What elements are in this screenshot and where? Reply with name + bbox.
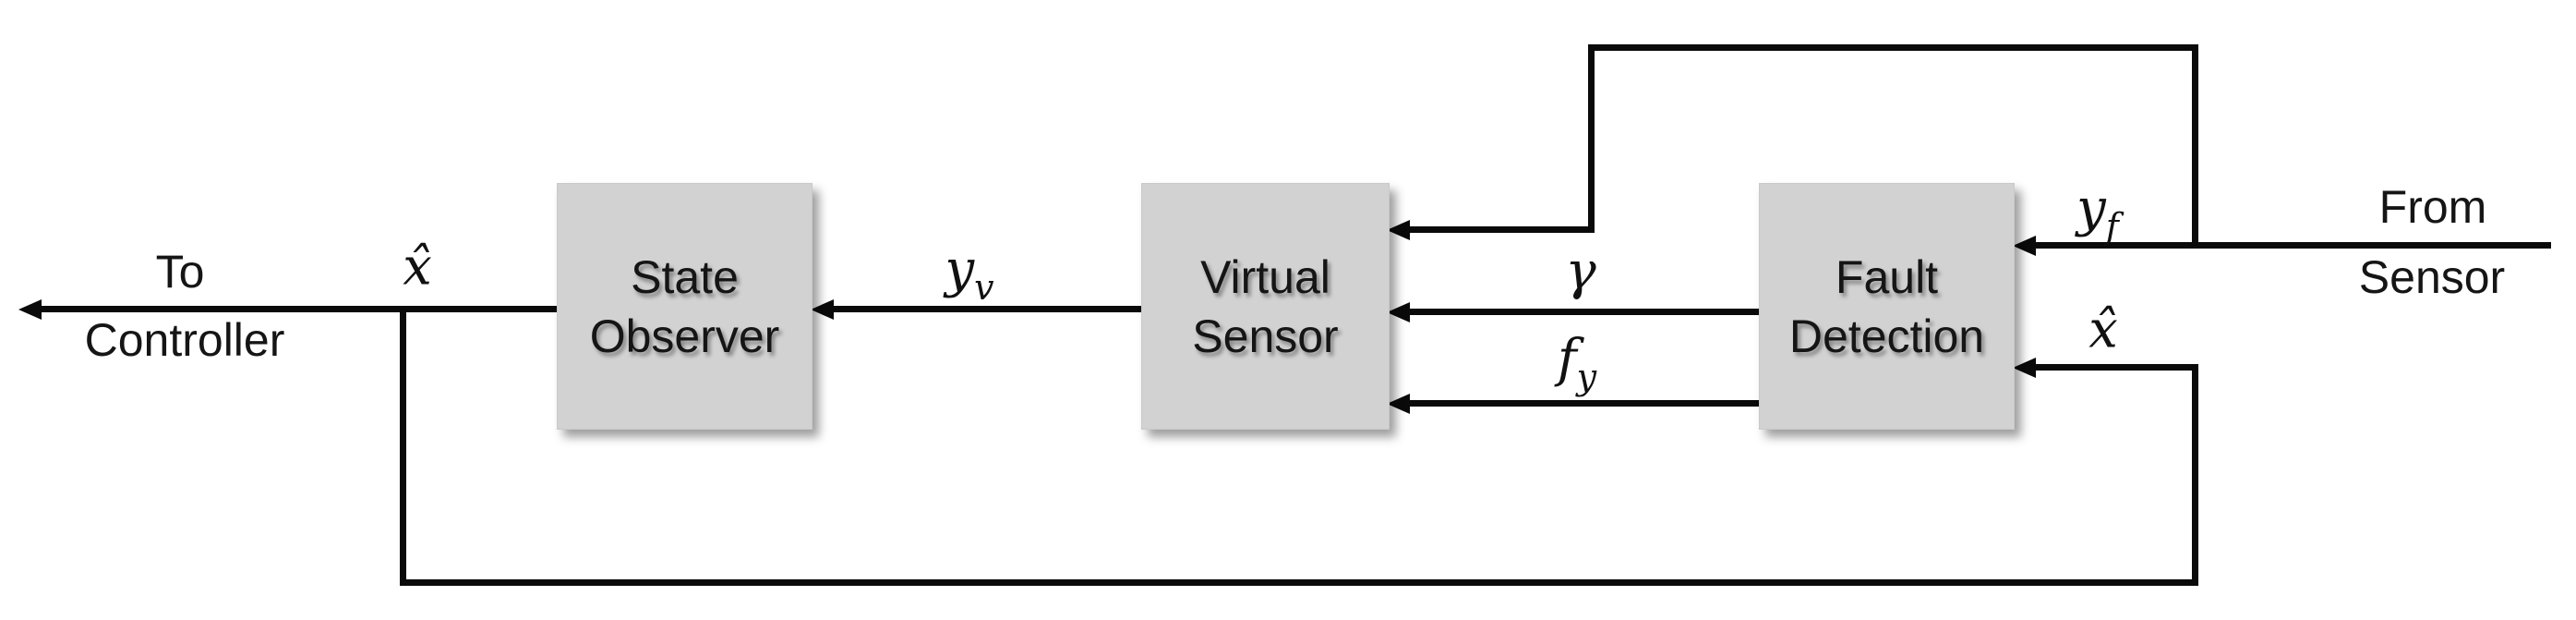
line-bottom-right-vertical <box>2192 364 2198 586</box>
line-bottom-horizontal <box>400 579 2198 586</box>
fy-label: fy <box>1558 329 1596 397</box>
arrowhead-xhat-icon <box>2013 357 2036 378</box>
virtual-sensor-label-line1: Virtual <box>1200 250 1330 303</box>
yf-label-base: y <box>2076 178 2106 238</box>
yf-label: yf <box>2076 178 2119 247</box>
line-top-entry-virtual-sensor <box>1409 226 1595 233</box>
arrowhead-yf-icon <box>2013 235 2036 256</box>
line-top-horizontal <box>1588 44 2198 51</box>
arrowhead-fy-icon <box>1387 393 1410 414</box>
state-observer-label-line2: Observer <box>589 310 780 362</box>
to-controller-label-line1: To <box>155 246 205 298</box>
gamma-label: γ <box>1565 241 1596 302</box>
state-observer-label-line1: State <box>631 250 739 303</box>
fault-detection-label-line1: Fault <box>1835 250 1939 303</box>
yv-label: yv <box>945 239 993 308</box>
virtual-sensor-label-line2: Sensor <box>1192 310 1339 362</box>
line-yv <box>833 306 1143 312</box>
state-observer-block: State Observer <box>557 183 813 430</box>
yf-label-sub: f <box>2105 206 2119 247</box>
fault-detection-label-line2: Detection <box>1788 310 1985 362</box>
from-sensor-label-line2: Sensor <box>2358 251 2506 303</box>
line-gamma <box>1409 309 1759 315</box>
fy-label-base: f <box>1557 329 1577 389</box>
line-top-left-vertical <box>1588 44 1595 233</box>
yv-label-base: y <box>945 239 975 299</box>
yv-label-sub: v <box>974 267 994 308</box>
to-controller-label-line2: Controller <box>84 314 285 366</box>
fy-label-sub: y <box>1576 357 1597 397</box>
xhat-right-label: x̂ <box>2088 299 2118 360</box>
line-xhat-into-fault-detection <box>2035 364 2198 371</box>
arrowhead-to-controller-icon <box>18 298 42 320</box>
line-to-controller <box>37 306 557 312</box>
from-sensor-label-line1: From <box>2378 181 2487 233</box>
arrowhead-gamma-icon <box>1387 301 1410 322</box>
xhat-left-label: x̂ <box>403 237 432 298</box>
line-bottom-left-vertical <box>400 309 406 586</box>
line-fy <box>1409 400 1759 407</box>
arrowhead-yv-icon <box>811 298 834 320</box>
fault-detection-block: Fault Detection <box>1759 183 2015 430</box>
line-yf-from-sensor <box>2035 242 2551 249</box>
virtual-sensor-block: Virtual Sensor <box>1141 183 1390 430</box>
line-top-right-vertical <box>2192 44 2198 249</box>
arrowhead-top-entry-icon <box>1387 219 1410 240</box>
